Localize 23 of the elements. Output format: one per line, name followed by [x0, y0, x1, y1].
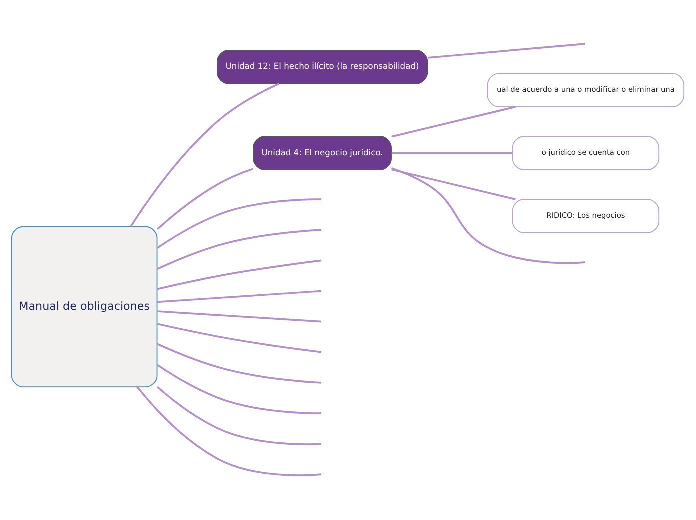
node-box: Manual de obligaciones: [11, 226, 158, 388]
connector: [157, 260, 322, 290]
connector: [130, 83, 280, 228]
connector: [392, 168, 516, 200]
connector: [156, 386, 322, 446]
connector: [157, 364, 322, 414]
node-box: Unidad 12: El hecho ilícito (la responsabilidad): [216, 50, 428, 84]
node-box: o jurídico se cuenta con: [512, 136, 660, 170]
connector: [157, 343, 322, 384]
connector: [157, 290, 322, 304]
node-box: RIDICO: Los negocios: [512, 199, 660, 234]
node-box: Unidad 4: El negocio jurídico.: [253, 136, 392, 170]
connector: [391, 168, 586, 264]
connector: [156, 168, 254, 230]
connector: [428, 43, 586, 59]
connector: [392, 152, 512, 154]
connector: [157, 310, 322, 323]
connector: [392, 106, 516, 138]
connector: [156, 229, 322, 270]
connector: [136, 386, 322, 476]
node-box: ual de acuerdo a una o modificar o eliminar una: [487, 73, 685, 108]
connector: [156, 198, 322, 250]
connector: [157, 323, 322, 354]
